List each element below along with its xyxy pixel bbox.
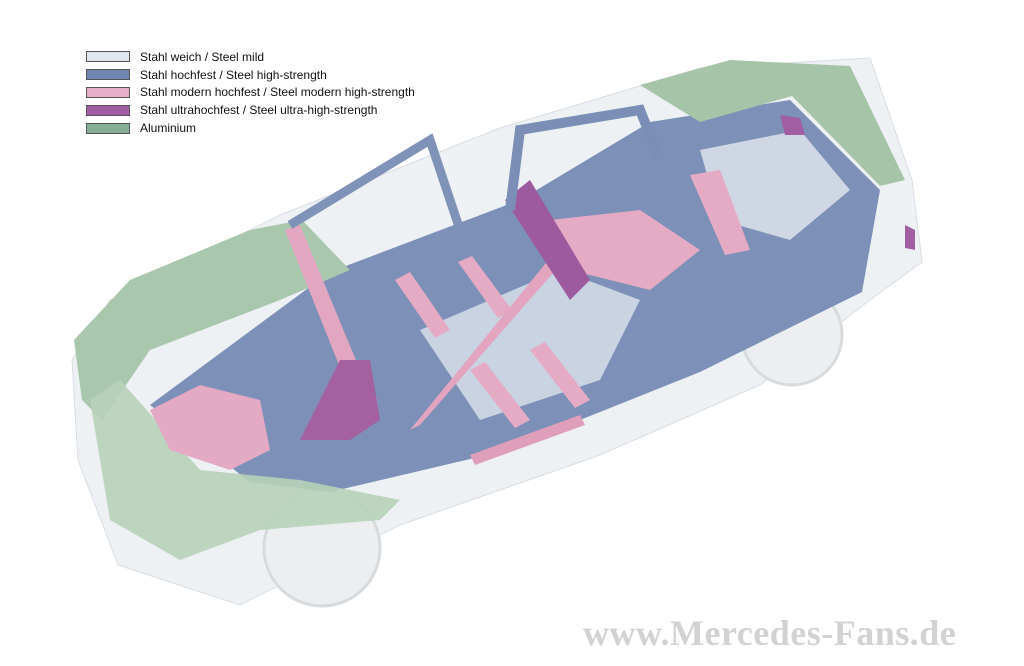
roll-hoop bbox=[505, 104, 665, 211]
legend-label: Aluminium bbox=[140, 121, 197, 136]
front-subframe bbox=[150, 385, 270, 470]
legend-swatch bbox=[86, 51, 130, 63]
tunnel-brace bbox=[410, 258, 560, 430]
cross-member-3 bbox=[470, 362, 530, 428]
cross-member-4 bbox=[530, 342, 590, 408]
windscreen-frame-reinforcement bbox=[300, 360, 380, 440]
legend-label: Stahl ultrahochfest / Steel ultra-high-s… bbox=[140, 103, 378, 118]
legend-swatch bbox=[86, 104, 130, 116]
mild-steel-rear-floor bbox=[700, 130, 850, 240]
b-pillar-reinforcement bbox=[505, 180, 590, 300]
legend-item-steel-modern-high-strength: Stahl modern hochfest / Steel modern hig… bbox=[86, 84, 415, 102]
legend-swatch bbox=[86, 122, 130, 134]
sill bbox=[470, 415, 585, 465]
legend-item-aluminium: Aluminium bbox=[86, 119, 415, 137]
material-legend: Stahl weich / Steel mild Stahl hochfest … bbox=[86, 48, 415, 137]
rear-quarter-reinforcement bbox=[780, 115, 805, 135]
legend-item-steel-mild: Stahl weich / Steel mild bbox=[86, 48, 415, 66]
front-fender-aluminium bbox=[90, 380, 400, 560]
legend-label: Stahl hochfest / Steel high-strength bbox=[140, 67, 327, 82]
windscreen-frame bbox=[287, 133, 465, 232]
hood-aluminium bbox=[74, 220, 350, 420]
legend-label: Stahl weich / Steel mild bbox=[140, 49, 265, 64]
cross-member-2 bbox=[458, 256, 512, 318]
rear-end-reinforcement bbox=[905, 225, 915, 250]
a-pillar bbox=[285, 225, 360, 380]
rear-floor-member bbox=[690, 170, 750, 255]
rear-bulkhead bbox=[550, 210, 700, 290]
legend-label: Stahl modern hochfest / Steel modern hig… bbox=[140, 85, 415, 100]
cross-member-1 bbox=[395, 272, 450, 338]
legend-swatch bbox=[86, 69, 130, 81]
trunk-lid-aluminium bbox=[640, 60, 905, 186]
mild-steel-floor bbox=[420, 270, 640, 420]
legend-swatch bbox=[86, 86, 130, 98]
watermark: www.Mercedes-Fans.de bbox=[583, 613, 957, 653]
legend-item-steel-ultra-high-strength: Stahl ultrahochfest / Steel ultra-high-s… bbox=[86, 101, 415, 119]
legend-item-steel-high-strength: Stahl hochfest / Steel high-strength bbox=[86, 66, 415, 84]
